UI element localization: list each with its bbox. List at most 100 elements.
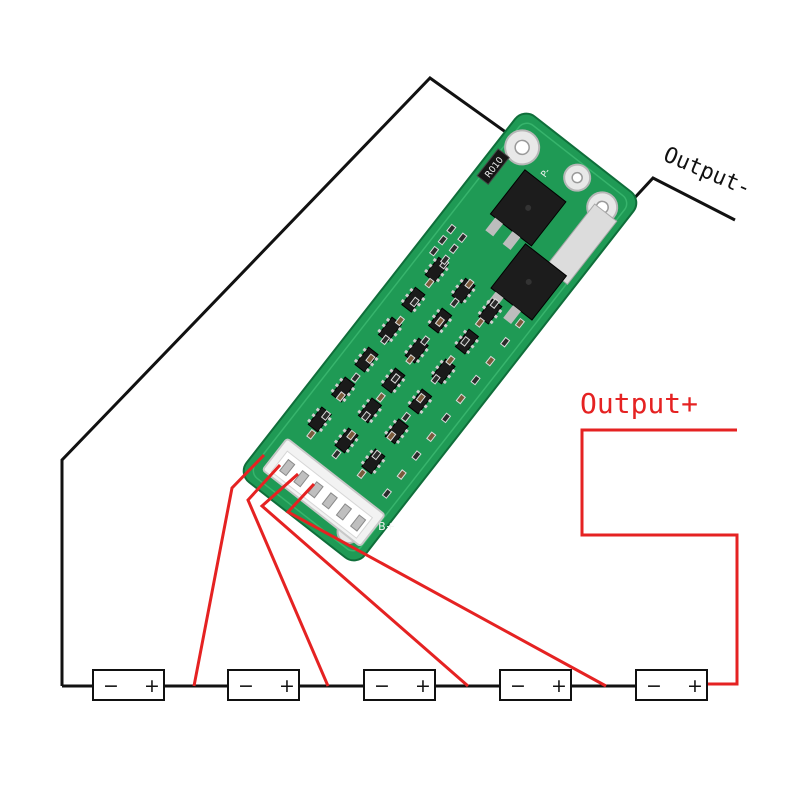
ic-pin — [412, 338, 417, 343]
smd-passive — [381, 488, 393, 499]
ic-pin — [396, 383, 402, 388]
ic-pin — [474, 338, 479, 344]
smd-passive — [306, 428, 317, 440]
balance-wire-3 — [259, 472, 469, 688]
ic-pin — [444, 267, 449, 272]
smd-passive — [335, 391, 346, 402]
ic-pin — [339, 377, 344, 382]
ic-pin — [374, 356, 379, 362]
ic-pin — [373, 413, 378, 418]
cell-minus-sign: − — [374, 675, 390, 697]
smd-passive — [365, 353, 376, 365]
ic-pin — [369, 418, 374, 424]
battery-cells: −+−+−+−+−+ — [92, 669, 708, 701]
ic-pin — [404, 349, 409, 354]
ic-pin — [392, 388, 397, 394]
smd-passive — [409, 296, 420, 308]
ic-pin — [459, 278, 464, 284]
ic-pin — [450, 289, 456, 295]
smd-passive — [411, 450, 422, 462]
ic-pin — [470, 344, 475, 349]
ic-pin — [415, 358, 421, 364]
smd-passive — [331, 448, 342, 460]
ic-pin — [360, 460, 365, 465]
ic-pin — [408, 344, 413, 349]
ic-pin — [389, 338, 394, 343]
smd-passive — [464, 278, 475, 290]
ic-pin — [458, 335, 463, 340]
ic-pin — [338, 434, 343, 439]
balance-wire-4 — [285, 482, 607, 688]
battery-cell: −+ — [635, 669, 708, 701]
ic-pin — [467, 293, 472, 298]
ic-pin — [353, 358, 359, 363]
smd-passive — [400, 411, 412, 423]
ic-pin — [431, 314, 437, 319]
ic-pin — [481, 305, 487, 310]
ic-pin — [440, 272, 445, 277]
ic-pin — [346, 392, 351, 397]
ic-pin — [454, 340, 459, 345]
smd-passive — [439, 254, 451, 266]
ic-pin — [424, 347, 429, 353]
ic-pin — [372, 469, 377, 474]
ic-pin — [361, 404, 366, 409]
smd-passive — [499, 336, 511, 348]
ic-pin — [342, 428, 347, 433]
ic-pin — [354, 437, 359, 442]
smd-passive — [360, 410, 372, 422]
battery-cell: −+ — [363, 669, 436, 701]
smd-passive — [430, 373, 441, 385]
smd-passive — [375, 391, 386, 403]
cell-minus-sign: − — [238, 675, 254, 697]
ic-pin — [447, 317, 453, 323]
ic-pin — [427, 319, 432, 324]
ic-pin — [409, 287, 414, 293]
ic-pin — [455, 284, 460, 289]
ic-pin — [486, 299, 491, 304]
ic-pin — [384, 430, 389, 435]
ic-pin — [380, 379, 385, 384]
ic-pin — [358, 353, 363, 358]
ic-pin — [393, 332, 398, 337]
mounting-hole-b-minus — [504, 129, 541, 166]
ic-pin — [405, 293, 410, 298]
smd-passive — [390, 373, 401, 384]
component-area — [306, 223, 526, 499]
ic-pin — [333, 439, 339, 444]
smd-passive — [424, 277, 435, 289]
ic-pin — [327, 416, 332, 422]
cell-plus-sign: + — [144, 675, 160, 697]
ic-pin — [489, 320, 494, 325]
ic-pin — [428, 263, 433, 268]
ic-pin — [430, 370, 436, 375]
smd-passive — [405, 354, 416, 365]
cell-minus-sign: − — [510, 675, 526, 697]
ic-pin — [362, 347, 367, 352]
mosfet-2 — [485, 243, 568, 324]
output-plus-wire — [580, 428, 739, 686]
ic-pin — [381, 323, 386, 328]
ic-pin — [342, 397, 347, 403]
b-minus-wire — [60, 76, 529, 686]
connector-pin — [335, 503, 353, 521]
smd-passive — [449, 297, 460, 309]
smd-passive — [350, 372, 361, 384]
ic-pin — [357, 409, 362, 414]
smd-passive — [446, 223, 457, 235]
ic-pin — [370, 362, 375, 367]
ic-pin — [345, 448, 350, 454]
battery-cell-body — [363, 669, 436, 701]
ic-pin — [443, 323, 448, 328]
smd-passive — [394, 315, 406, 327]
cell-plus-sign: + — [551, 675, 567, 697]
smd-passive — [386, 430, 397, 442]
ic-pin — [377, 407, 382, 413]
ic-pin — [447, 374, 452, 379]
cell-plus-sign: + — [279, 675, 295, 697]
ic-pin — [307, 418, 312, 423]
ic-pin — [419, 409, 424, 415]
ic-pin — [377, 328, 382, 334]
balance-wire-2 — [246, 463, 330, 687]
